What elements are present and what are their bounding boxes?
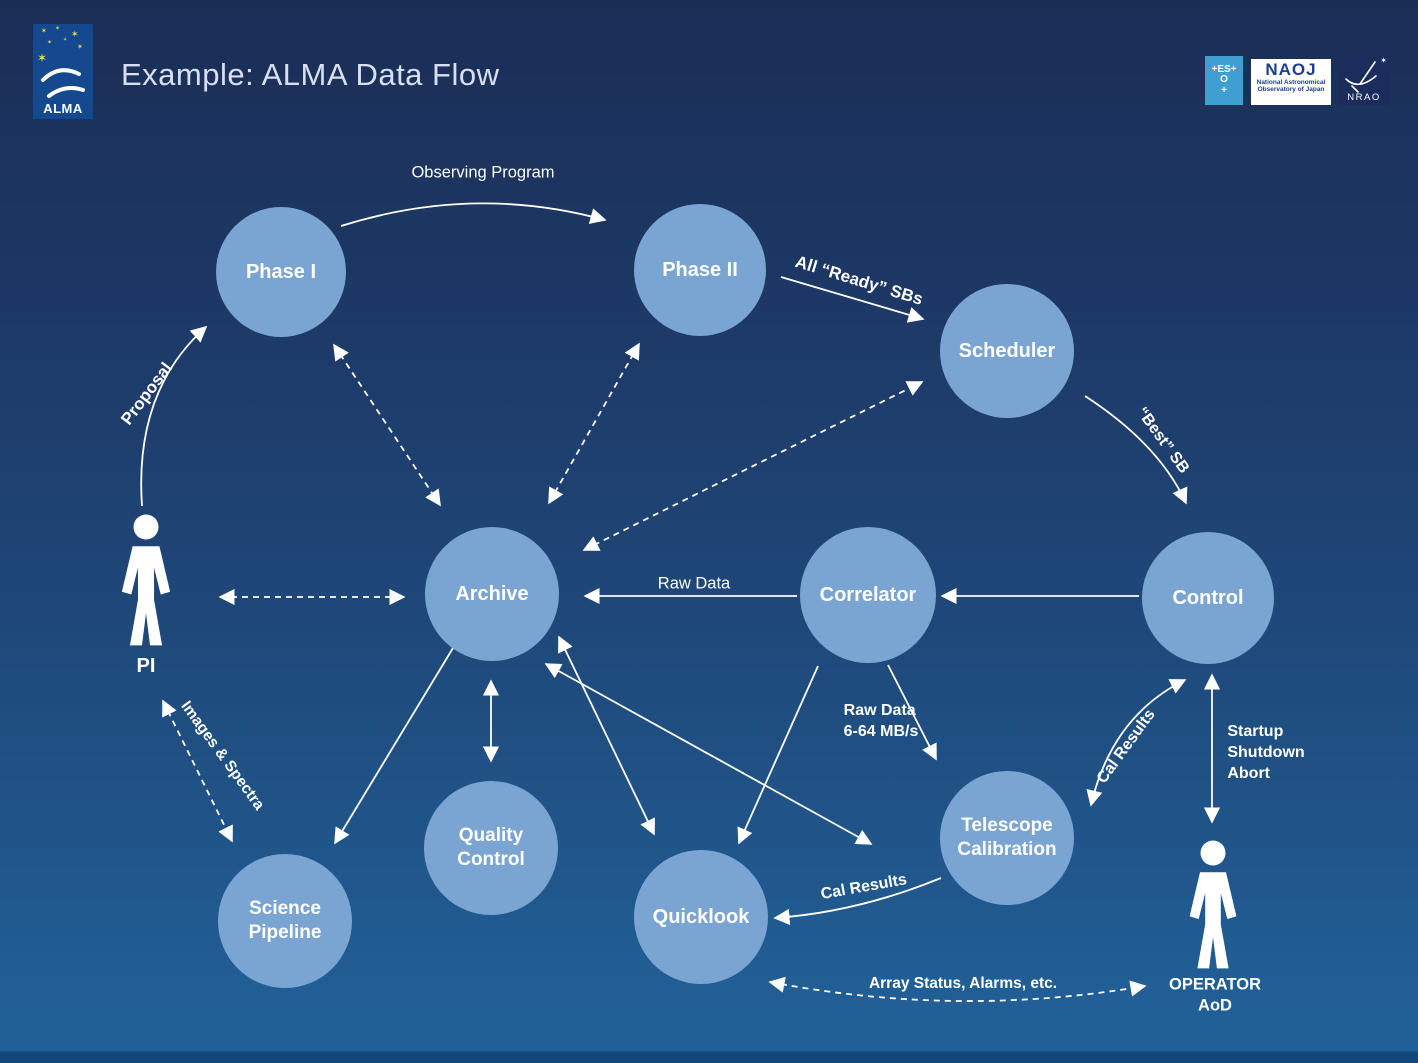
alma-logo: ✶ ✶ ✶ ✶ ✶ ✶ ✶ ALMA bbox=[33, 24, 93, 119]
operator-person-icon bbox=[1189, 840, 1237, 969]
arrow-archive-to-science-pipeline bbox=[334, 647, 454, 845]
arrow-quicklook-operator-array-status bbox=[768, 976, 1147, 1002]
arrow-telescope-calibration-to-quicklook-cal-results bbox=[773, 877, 942, 926]
arrow-phase2-to-scheduler-ready-sbs bbox=[780, 276, 925, 323]
arrow-telescope-calibration-control-cal-results bbox=[1086, 679, 1187, 807]
label-raw-data-rate: Raw Data 6-64 MB/s bbox=[843, 702, 919, 740]
eso-logo-text: +ES+ O + bbox=[1211, 63, 1237, 96]
arrow-correlator-to-telescope-calibration bbox=[887, 664, 937, 761]
arrow-phase2-archive-dashed bbox=[548, 342, 640, 505]
node-telescope-calibration: Telescope Calibration bbox=[940, 771, 1074, 905]
label-observing-program: Observing Program bbox=[411, 163, 555, 182]
nrao-dish-icon bbox=[1345, 61, 1377, 93]
node-control: Control bbox=[1142, 532, 1274, 664]
eso-logo: +ES+ O + bbox=[1205, 56, 1243, 105]
nrao-logo: ✶ NRAO bbox=[1338, 55, 1390, 105]
node-science-pipeline: Science Pipeline bbox=[218, 854, 352, 988]
label-raw-data: Raw Data bbox=[657, 574, 731, 593]
naoj-logo-text: NAOJ bbox=[1265, 60, 1317, 79]
alma-antenna-dishes-icon bbox=[41, 68, 85, 98]
node-phase1: Phase I bbox=[216, 207, 346, 337]
arrow-phase1-to-phase2-observing-program bbox=[340, 202, 607, 227]
node-archive: Archive bbox=[425, 527, 559, 661]
node-quicklook: Quicklook bbox=[634, 850, 768, 984]
arrow-archive-telescope-calibration bbox=[544, 663, 873, 845]
node-phase2: Phase II bbox=[634, 204, 766, 336]
arrow-pi-science-pipeline-images-spectra bbox=[162, 699, 233, 843]
nrao-logo-text: NRAO bbox=[1347, 92, 1381, 103]
naoj-logo-subtext: National Astronomical Observatory of Jap… bbox=[1256, 78, 1326, 94]
nrao-star-icon: ✶ bbox=[1380, 56, 1387, 65]
label-startup-shutdown-abort: Startup Shutdown Abort bbox=[1227, 722, 1305, 782]
node-scheduler: Scheduler bbox=[940, 284, 1074, 418]
alma-logo-text: ALMA bbox=[43, 101, 83, 116]
label-pi: PI bbox=[136, 655, 156, 677]
arrow-phase1-archive-dashed bbox=[333, 343, 441, 507]
arrow-archive-quicklook bbox=[558, 635, 655, 836]
dashed-arrows bbox=[162, 342, 1147, 1002]
solid-double-arrows bbox=[482, 635, 1221, 845]
page-title: Example: ALMA Data Flow bbox=[121, 57, 500, 92]
label-array-status: Array Status, Alarms, etc. bbox=[868, 974, 1058, 992]
naoj-logo: NAOJ National Astronomical Observatory o… bbox=[1251, 59, 1331, 105]
arrow-archive-scheduler-dashed bbox=[582, 381, 924, 551]
node-correlator: Correlator bbox=[800, 527, 936, 663]
arrow-correlator-to-quicklook bbox=[737, 665, 819, 845]
label-operator-aod: OPERATOR AoD bbox=[1169, 975, 1261, 1015]
arrow-pi-to-phase1-proposal bbox=[140, 325, 208, 507]
node-quality-control: Quality Control bbox=[424, 781, 558, 915]
arrow-scheduler-to-control-best-sb bbox=[1084, 395, 1188, 505]
pi-person-icon bbox=[121, 514, 171, 646]
